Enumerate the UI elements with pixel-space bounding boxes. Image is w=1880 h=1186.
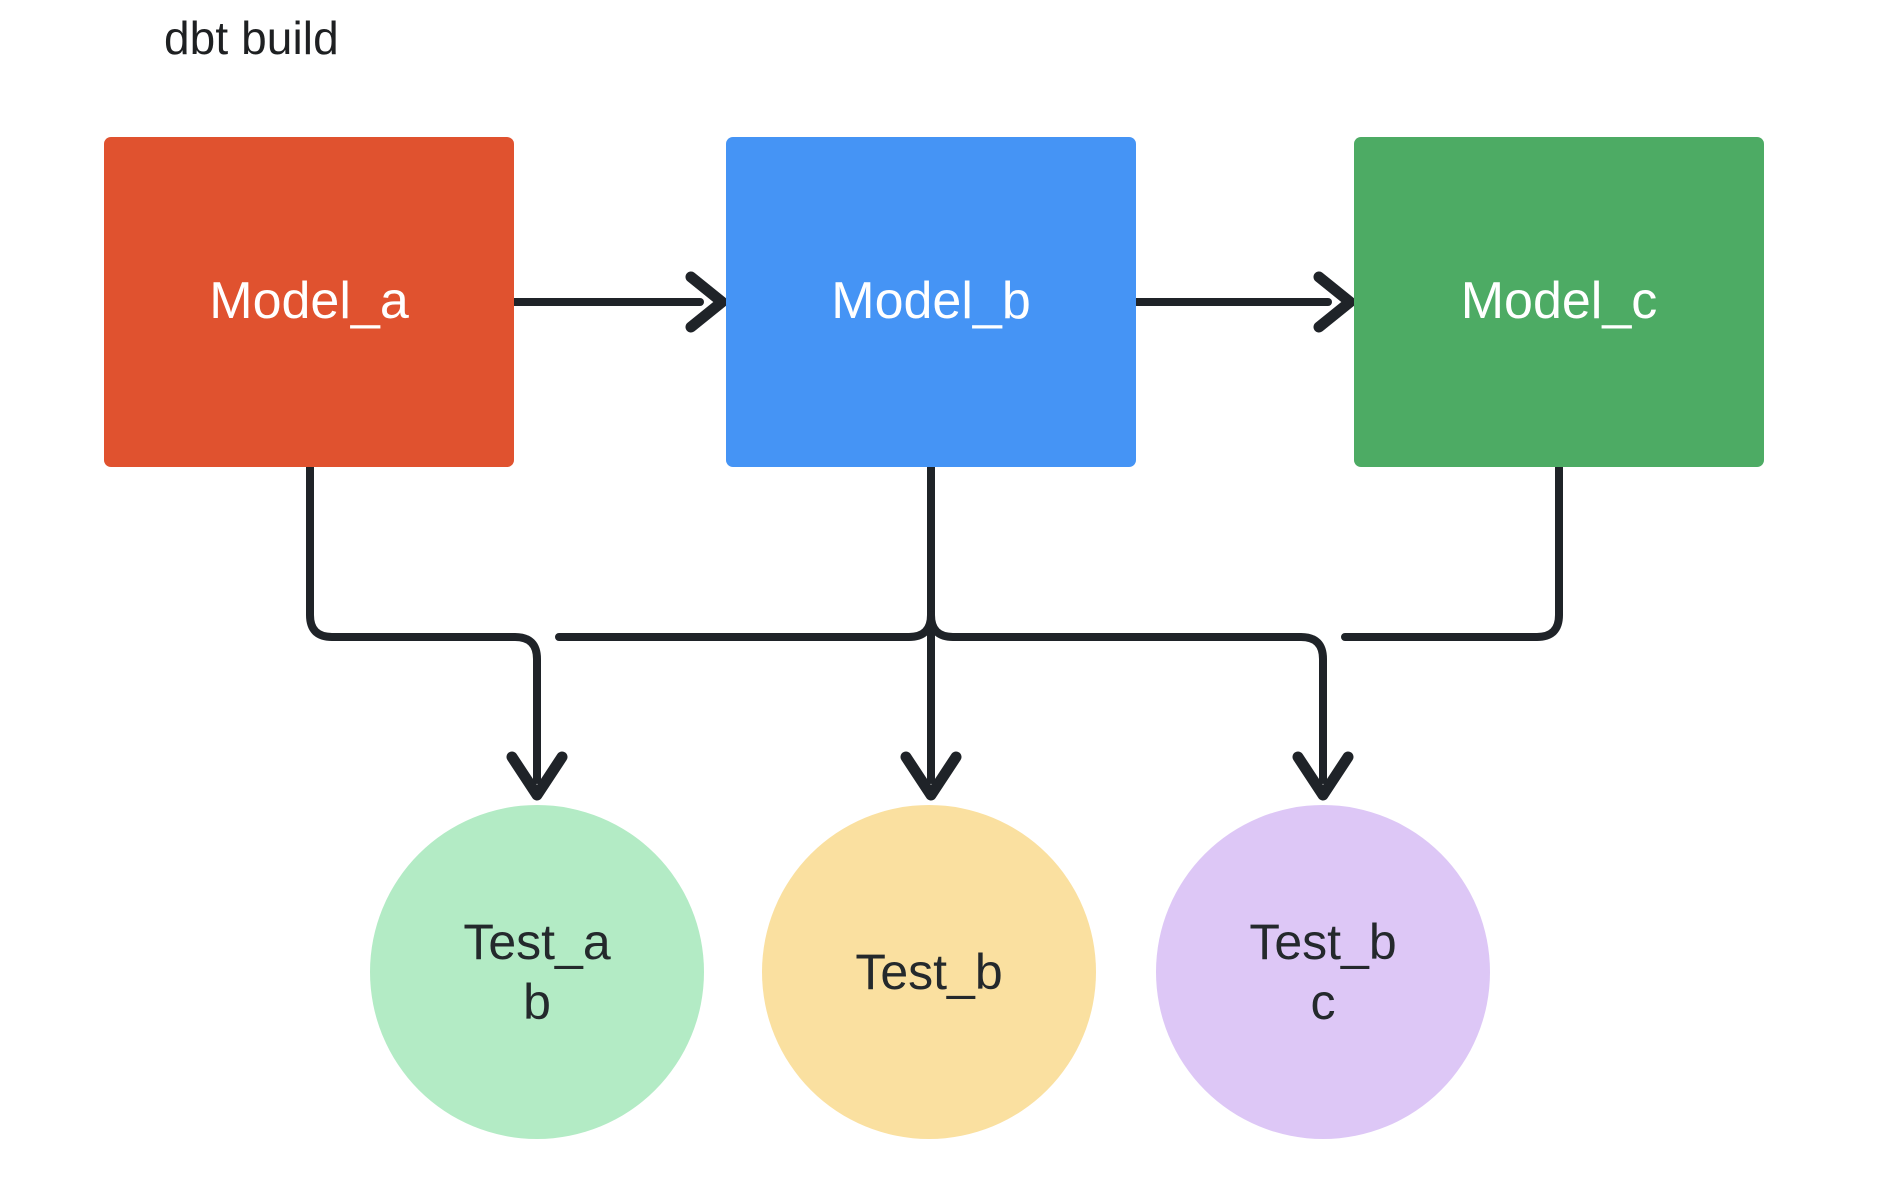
node-model-b-label: Model_b (831, 272, 1031, 331)
edge-model-b-to-test-bc (927, 611, 1354, 801)
edge-model-b-to-test-b (900, 463, 962, 801)
node-test-ab[interactable]: Test_ab (370, 805, 704, 1139)
node-model-a-label: Model_a (209, 272, 409, 331)
diagram-title: dbt build (164, 12, 339, 64)
node-model-c[interactable]: Model_c (1354, 137, 1764, 467)
edge-model-a-to-model-b (510, 271, 728, 333)
node-test-ab-label: Test_ab (463, 914, 611, 1030)
node-test-bc-label: Test_bc (1249, 914, 1397, 1030)
edge-model-a-to-test-ab (306, 463, 568, 801)
node-test-b-label: Test_b (855, 944, 1003, 1000)
node-test-bc[interactable]: Test_bc (1156, 805, 1490, 1139)
edge-model-b-to-test-ab (555, 463, 935, 641)
edge-model-c-to-test-bc (1341, 463, 1563, 641)
node-model-a[interactable]: Model_a (104, 137, 514, 467)
node-test-b[interactable]: Test_b (762, 805, 1096, 1139)
edge-model-b-to-model-c (1132, 271, 1356, 333)
node-model-b[interactable]: Model_b (726, 137, 1136, 467)
node-model-c-label: Model_c (1460, 272, 1658, 331)
